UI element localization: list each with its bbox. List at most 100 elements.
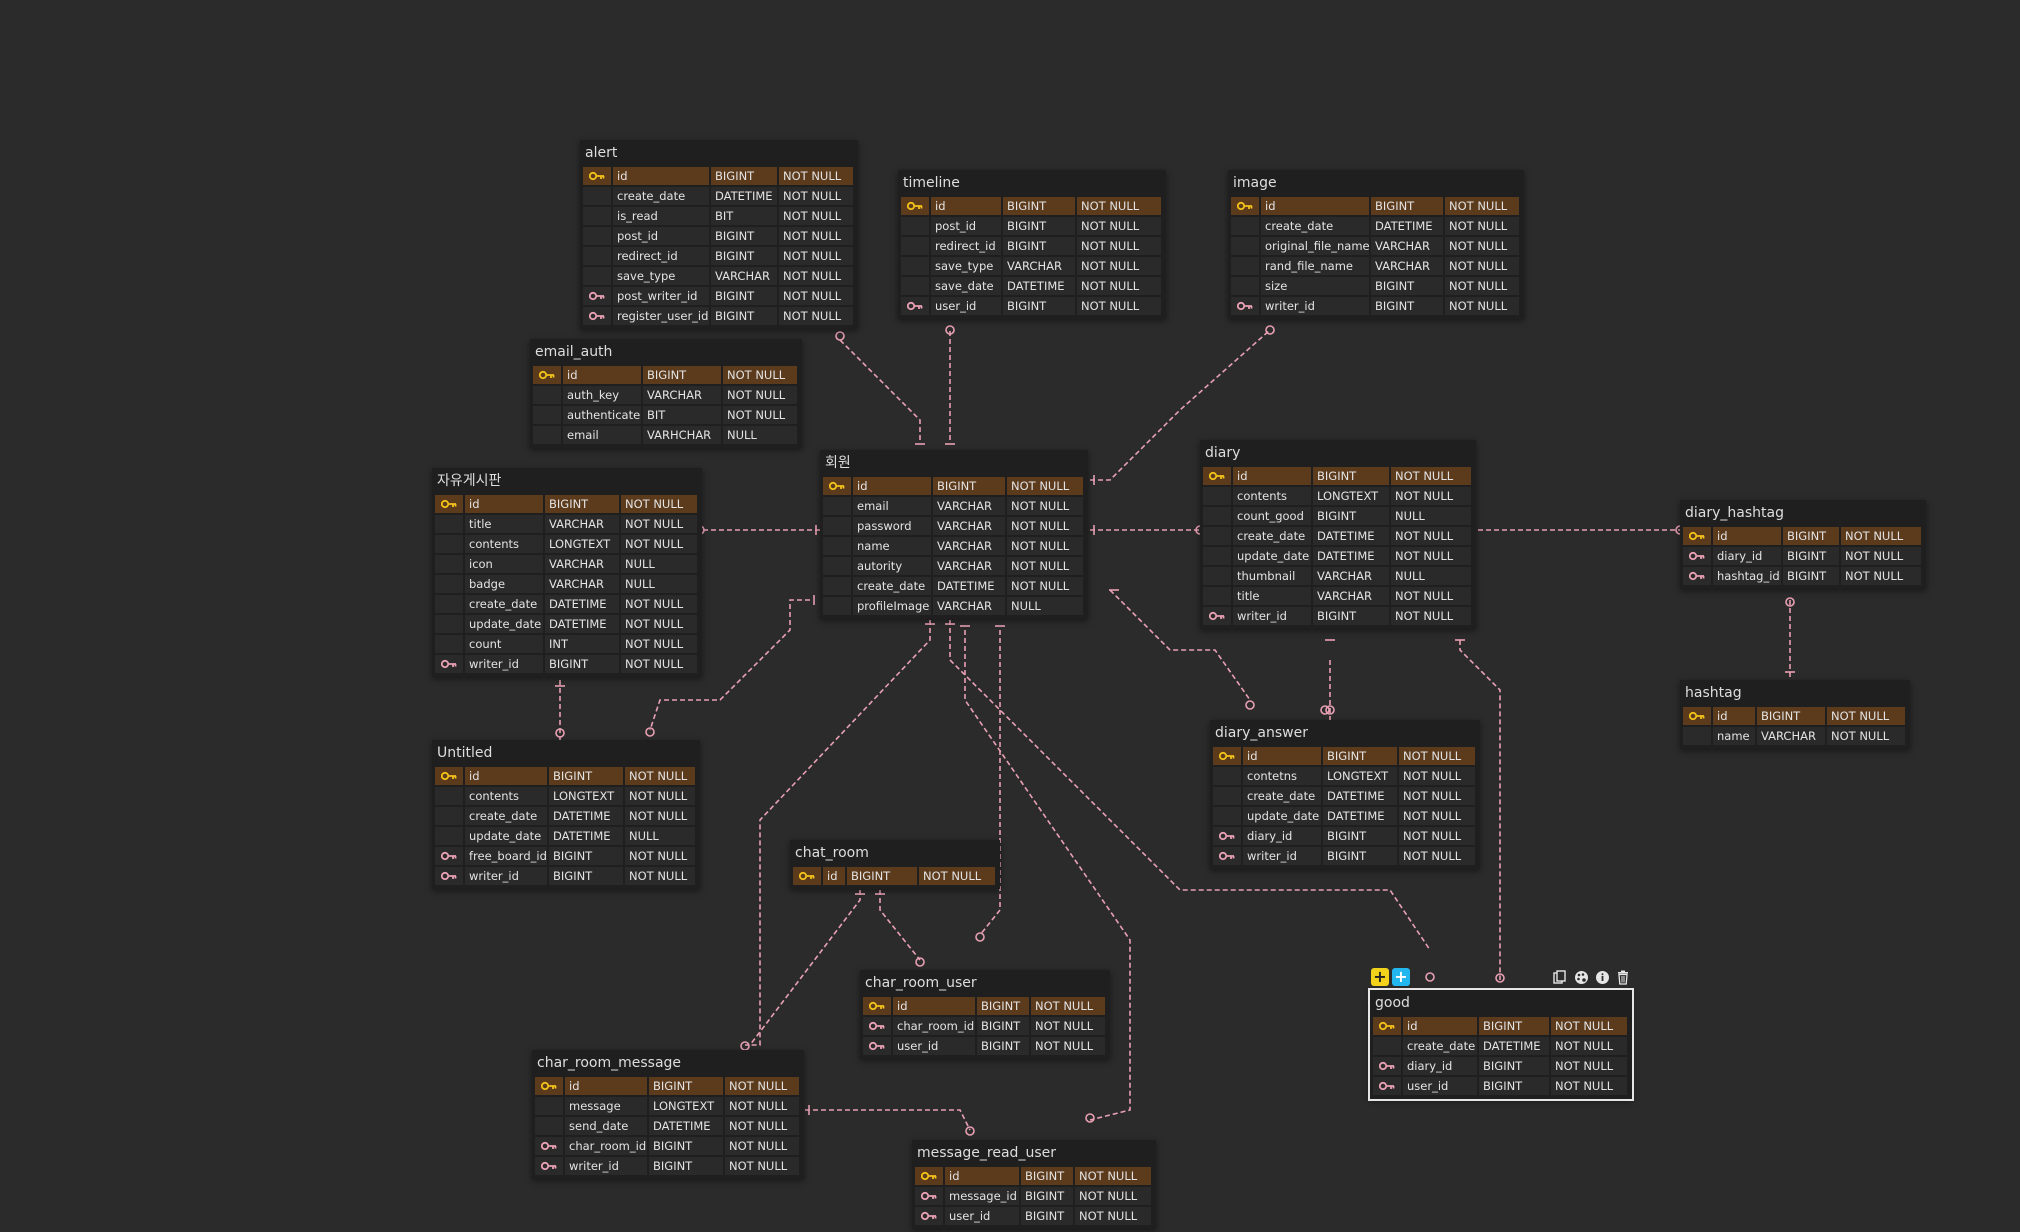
column-nullable[interactable]: NOT NULL <box>1827 707 1905 725</box>
column-nullable[interactable]: NOT NULL <box>1399 747 1475 765</box>
column-nullable[interactable]: NOT NULL <box>1007 557 1083 575</box>
column-name[interactable]: diary_id <box>1713 547 1781 565</box>
column-type[interactable]: LONGTEXT <box>1323 767 1397 785</box>
column-nullable[interactable]: NOT NULL <box>1007 537 1083 555</box>
column-type[interactable]: BIGINT <box>977 1037 1029 1055</box>
column-nullable[interactable]: NOT NULL <box>1445 297 1519 315</box>
column-nullable[interactable]: NOT NULL <box>1075 1207 1151 1225</box>
column-type[interactable]: VARCHAR <box>545 555 619 573</box>
column-type[interactable]: BIGINT <box>1021 1167 1073 1185</box>
column-name[interactable]: email <box>853 497 931 515</box>
column-name[interactable]: create_date <box>1243 787 1321 805</box>
column-type[interactable]: LONGTEXT <box>545 535 619 553</box>
column-nullable[interactable]: NOT NULL <box>621 495 697 513</box>
column-name[interactable]: user_id <box>893 1037 975 1055</box>
column-name[interactable]: redirect_id <box>613 247 709 265</box>
column-nullable[interactable]: NOT NULL <box>1391 547 1471 565</box>
column-nullable[interactable]: NOT NULL <box>1007 497 1083 515</box>
column-name[interactable]: count <box>465 635 543 653</box>
relationship-line[interactable] <box>879 890 921 961</box>
column-nullable[interactable]: NOT NULL <box>1445 237 1519 255</box>
column-type[interactable]: BIGINT <box>1003 237 1075 255</box>
column-name[interactable]: char_room_id <box>565 1137 647 1155</box>
column-nullable[interactable]: NOT NULL <box>1551 1017 1627 1035</box>
column-name[interactable]: writer_id <box>465 867 547 885</box>
column-type[interactable]: BIGINT <box>711 247 777 265</box>
column-type[interactable]: BIGINT <box>549 767 623 785</box>
column-nullable[interactable]: NULL <box>621 555 697 573</box>
relationship-line[interactable] <box>749 890 861 1046</box>
column-nullable[interactable]: NOT NULL <box>1827 727 1905 745</box>
info-icon[interactable] <box>1593 968 1611 986</box>
add-column-button[interactable]: + <box>1371 968 1389 986</box>
column-name[interactable]: id <box>465 767 547 785</box>
column-nullable[interactable]: NOT NULL <box>625 847 695 865</box>
column-type[interactable]: VARHCHAR <box>643 426 721 444</box>
column-type[interactable]: VARCHAR <box>933 557 1005 575</box>
column-type[interactable]: DATETIME <box>933 577 1005 595</box>
column-name[interactable]: create_date <box>465 595 543 613</box>
column-nullable[interactable]: NOT NULL <box>1551 1037 1627 1055</box>
column-nullable[interactable]: NOT NULL <box>1077 277 1161 295</box>
entity-title[interactable]: hashtag <box>1685 685 1742 701</box>
column-name[interactable]: contetns <box>1243 767 1321 785</box>
palette-icon[interactable] <box>1572 968 1590 986</box>
column-type[interactable]: DATETIME <box>1323 787 1397 805</box>
column-name[interactable]: create_date <box>853 577 931 595</box>
column-nullable[interactable]: NOT NULL <box>1077 297 1161 315</box>
column-name[interactable]: free_board_id <box>465 847 547 865</box>
column-type[interactable]: LONGTEXT <box>649 1097 723 1115</box>
column-name[interactable]: name <box>1713 727 1755 745</box>
column-type[interactable]: BIGINT <box>1479 1017 1549 1035</box>
column-nullable[interactable]: NOT NULL <box>621 535 697 553</box>
column-type[interactable]: DATETIME <box>545 615 619 633</box>
column-type[interactable]: BIGINT <box>1783 547 1839 565</box>
column-nullable[interactable]: NOT NULL <box>625 867 695 885</box>
column-name[interactable]: message_id <box>945 1187 1019 1205</box>
column-type[interactable]: BIGINT <box>1323 747 1397 765</box>
column-type[interactable]: BIGINT <box>1313 507 1389 525</box>
column-type[interactable]: BIGINT <box>1021 1187 1073 1205</box>
entity-title[interactable]: email_auth <box>535 344 613 360</box>
column-name[interactable]: contents <box>465 787 547 805</box>
column-type[interactable]: DATETIME <box>1323 807 1397 825</box>
column-type[interactable]: VARCHAR <box>545 575 619 593</box>
column-nullable[interactable]: NOT NULL <box>1841 527 1921 545</box>
column-name[interactable]: writer_id <box>1233 607 1311 625</box>
column-type[interactable]: BIGINT <box>847 867 917 885</box>
column-name[interactable]: message <box>565 1097 647 1115</box>
column-type[interactable]: BIGINT <box>549 847 623 865</box>
column-type[interactable]: VARCHAR <box>933 497 1005 515</box>
column-type[interactable]: BIT <box>711 207 777 225</box>
column-type[interactable]: BIGINT <box>711 227 777 245</box>
column-name[interactable]: size <box>1261 277 1369 295</box>
column-type[interactable]: VARCHAR <box>1757 727 1825 745</box>
column-type[interactable]: VARCHAR <box>711 267 777 285</box>
column-type[interactable]: VARCHAR <box>1313 587 1389 605</box>
column-type[interactable]: BIGINT <box>649 1077 723 1095</box>
entity-title[interactable]: char_room_message <box>537 1055 682 1071</box>
